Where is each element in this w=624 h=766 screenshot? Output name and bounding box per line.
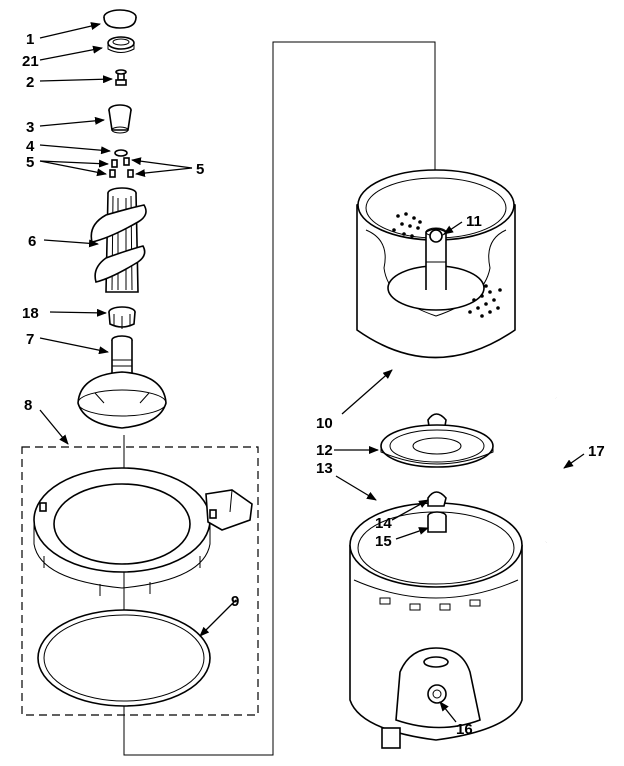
- label-21: 21: [22, 53, 39, 70]
- label-1: 1: [26, 31, 34, 48]
- label-4: 4: [26, 138, 35, 155]
- label-15: 15: [375, 533, 392, 550]
- part-basket: [356, 169, 516, 359]
- label-13: 13: [316, 460, 333, 477]
- label-18: 18: [22, 305, 39, 322]
- label-10: 10: [316, 415, 333, 432]
- part-cap: [103, 9, 137, 29]
- part-seal-ring: [37, 609, 211, 707]
- part-hub: [380, 413, 494, 468]
- part-agitator: [90, 187, 147, 293]
- part-cam: [108, 104, 132, 134]
- label-11: 11: [466, 213, 482, 230]
- label-5-left: 5: [26, 154, 34, 171]
- part-hose: [544, 397, 565, 543]
- label-14: 14: [375, 515, 392, 532]
- part-clutch: [108, 306, 136, 329]
- label-17: 17: [588, 443, 605, 460]
- label-16: 16: [456, 721, 473, 738]
- part-tub-ring-group: [21, 446, 259, 716]
- part-tub: [349, 491, 523, 749]
- label-9: 9: [231, 593, 239, 610]
- leader-lines: [39, 22, 585, 723]
- label-2: 2: [26, 74, 34, 91]
- part-spindle-skirt: [77, 335, 167, 429]
- part-ring: [107, 36, 135, 53]
- label-5-right: 5: [196, 161, 204, 178]
- label-3: 3: [26, 119, 34, 136]
- label-6: 6: [28, 233, 36, 250]
- part-small-ring: [114, 149, 128, 157]
- part-labels: 1 21 2 3 4 5 5 6 18 7 8 9 10 11 12 13 14…: [22, 31, 605, 738]
- part-bolt: [115, 69, 127, 86]
- label-7: 7: [26, 331, 34, 348]
- part-dogs: [109, 157, 134, 178]
- label-8: 8: [24, 397, 32, 414]
- label-12: 12: [316, 442, 333, 459]
- tub-ring: [33, 467, 253, 596]
